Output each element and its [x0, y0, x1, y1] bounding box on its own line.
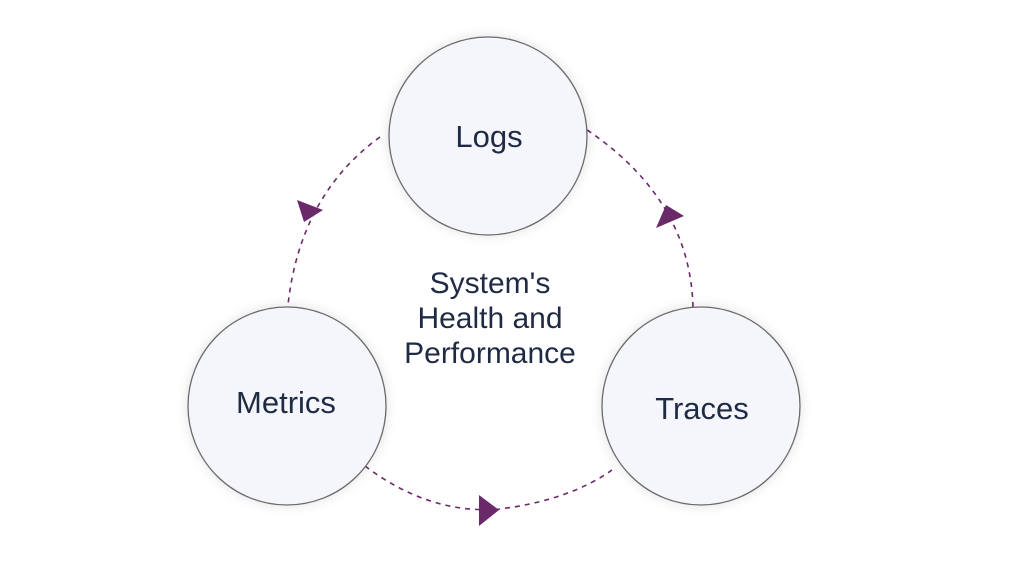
arrowhead-bottom [479, 495, 499, 526]
arc-traces-to-logs [577, 123, 694, 308]
node-logs: Logs [388, 36, 588, 236]
node-traces: Traces [601, 306, 801, 506]
node-metrics-label: Metrics [236, 385, 336, 420]
node-traces-label: Traces [655, 391, 749, 426]
node-logs-label: Logs [455, 119, 522, 154]
arrowhead-right [656, 205, 684, 228]
node-metrics: Metrics [187, 306, 387, 506]
center-caption-line-3: Performance [404, 337, 576, 370]
arrowhead-left [297, 200, 323, 222]
center-caption: System's Health and Performance [385, 266, 595, 371]
center-caption-line-1: System's [429, 267, 551, 300]
arc-logs-to-metrics [287, 136, 381, 306]
arc-metrics-to-traces [364, 465, 613, 511]
center-caption-line-2: Health and [417, 302, 563, 335]
